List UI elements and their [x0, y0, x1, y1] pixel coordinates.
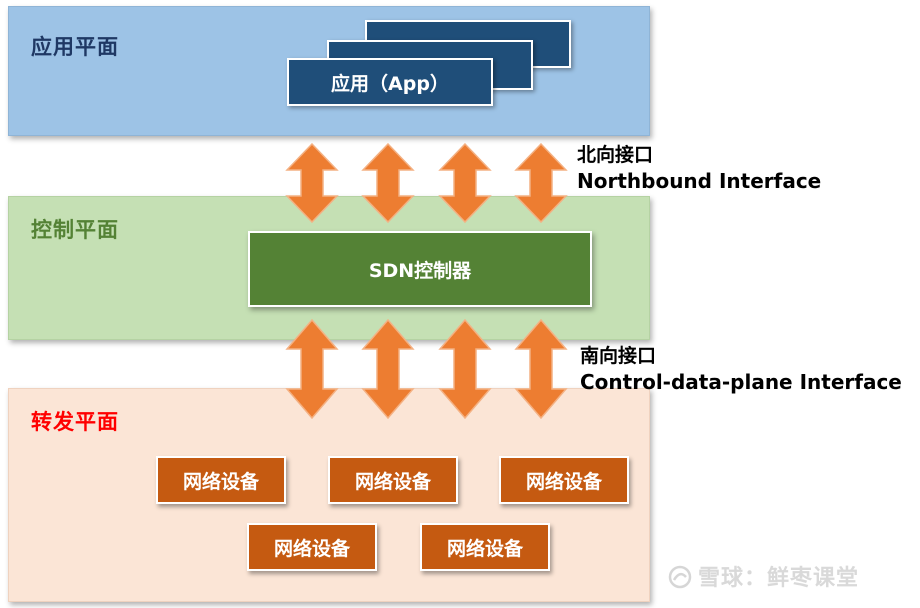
northbound-arrow-icon	[514, 143, 568, 223]
northbound-label-cn: 北向接口	[577, 144, 654, 166]
northbound-arrow-icon	[285, 143, 339, 223]
network-device: 网络设备	[499, 456, 629, 504]
southbound-arrow-icon	[285, 319, 339, 419]
forwarding-plane-title: 转发平面	[31, 410, 119, 434]
network-device: 网络设备	[247, 523, 377, 571]
northbound-label-en: Northbound Interface	[577, 169, 822, 193]
snowball-logo-icon	[668, 565, 692, 589]
southbound-label-en: Control-data-plane Interface	[580, 370, 902, 394]
southbound-arrow-icon	[361, 319, 415, 419]
network-device: 网络设备	[420, 523, 550, 571]
application-plane-title: 应用平面	[31, 35, 119, 59]
network-device: 网络设备	[156, 456, 286, 504]
northbound-arrow-icon	[361, 143, 415, 223]
sdn-controller-box: SDN控制器	[248, 231, 592, 307]
app-box: 应用（App）	[287, 58, 493, 106]
southbound-label-cn: 南向接口	[580, 345, 657, 367]
network-device: 网络设备	[328, 456, 458, 504]
watermark-text: 雪球：鲜枣课堂	[698, 566, 860, 591]
northbound-interface-label: 北向接口 Northbound Interface	[577, 142, 821, 194]
southbound-arrow-icon	[514, 319, 568, 419]
control-plane-title: 控制平面	[31, 218, 119, 242]
southbound-interface-label: 南向接口 Control-data-plane Interface	[580, 343, 902, 395]
southbound-arrow-icon	[438, 319, 492, 419]
watermark: 雪球：鲜枣课堂	[668, 560, 859, 592]
northbound-arrow-icon	[438, 143, 492, 223]
